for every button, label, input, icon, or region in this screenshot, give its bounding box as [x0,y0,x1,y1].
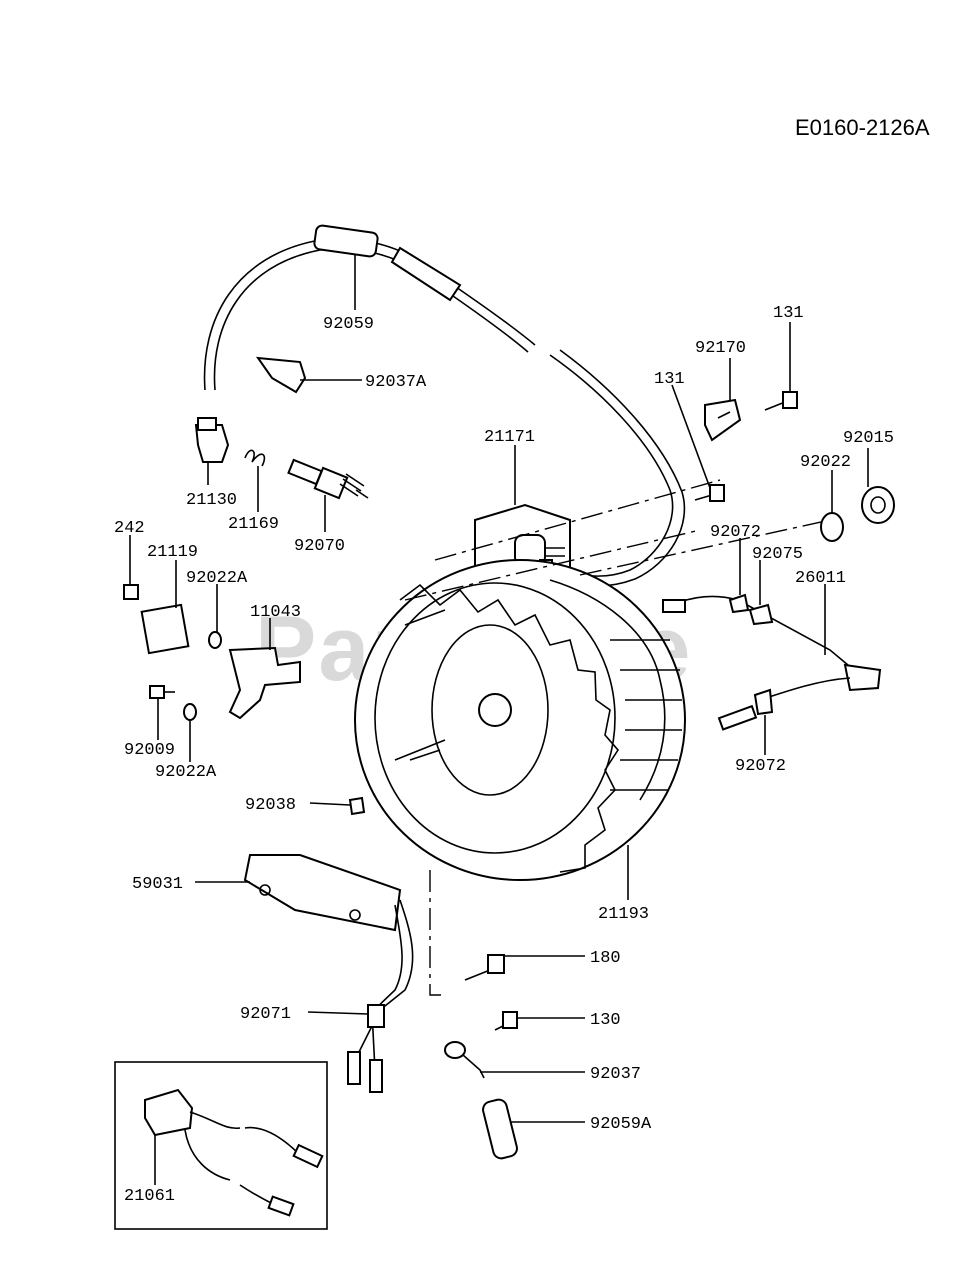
label-92037: 92037 [590,1065,641,1084]
bolt-92009[interactable] [149,685,175,699]
alignment-line [579,519,831,576]
tube-92059a[interactable] [481,1098,518,1160]
label-21171: 21171 [484,428,535,447]
label-92072-lower: 92072 [735,757,786,776]
bracket-92170[interactable] [704,398,742,442]
label-180: 180 [590,949,621,968]
label-92075: 92075 [752,545,803,564]
label-92015: 92015 [843,429,894,448]
key-92038[interactable] [348,796,366,816]
clamp-92037[interactable] [444,1041,485,1079]
label-26011: 26011 [795,569,846,588]
alignment-line [404,529,701,601]
label-92009: 92009 [124,741,175,760]
spark-plug-cable[interactable] [203,224,686,587]
label-92070: 92070 [294,537,345,556]
clamp-92072-upper[interactable] [728,593,750,614]
bolt-130[interactable] [494,1011,518,1031]
label-21130: 21130 [186,491,237,510]
label-92037a: 92037A [365,373,427,392]
label-92022: 92022 [800,453,851,472]
alignment-line [434,479,721,561]
lead-wire-92071[interactable] [347,899,414,1093]
label-131-lower: 131 [654,370,685,389]
plug-cap-21130[interactable] [194,417,230,463]
bolt-180[interactable] [464,954,505,981]
washer-92022[interactable] [820,512,844,542]
label-92022a-lower: 92022A [155,763,217,782]
igniter-59031[interactable] [243,854,402,932]
label-92170: 92170 [695,339,746,358]
bolt-131-upper[interactable] [764,391,798,411]
diagram-code: E0160-2126A [795,115,930,140]
label-92071: 92071 [240,1005,291,1024]
module-21061[interactable] [144,1088,324,1217]
label-59031: 59031 [132,875,183,894]
label-21061: 21061 [124,1187,175,1206]
label-131-upper: 131 [773,304,804,323]
label-92072-upper: 92072 [710,523,761,542]
bolt-131-lower[interactable] [694,484,725,502]
label-92059a: 92059A [590,1115,652,1134]
bracket-11043[interactable] [228,646,301,720]
label-11043: 11043 [250,603,301,622]
cable-clip-92037a[interactable] [255,356,307,394]
terminal-92072-lower[interactable] [717,688,774,731]
screw-242[interactable] [123,584,139,600]
label-21193: 21193 [598,905,649,924]
nut-92015[interactable] [861,486,895,524]
washer-92022a-lower[interactable] [183,703,197,721]
spark-plug-92070[interactable] [287,458,369,500]
wire-assembly-26011[interactable] [662,595,882,701]
label-92038: 92038 [245,796,296,815]
stop-switch-21119[interactable] [140,603,190,655]
clamp-92075[interactable] [748,603,774,626]
spring-21169[interactable] [244,449,266,467]
label-92059: 92059 [323,315,374,334]
washer-92022a-upper[interactable] [208,631,222,649]
flywheel-21193[interactable] [354,559,686,881]
alignment-line [429,870,445,996]
label-242: 242 [114,519,145,538]
label-21169: 21169 [228,515,279,534]
label-92022a-upper: 92022A [186,569,248,588]
label-21119: 21119 [147,543,198,562]
label-130: 130 [590,1011,621,1030]
inset-box [114,1061,328,1230]
leader-lines [129,255,869,1185]
